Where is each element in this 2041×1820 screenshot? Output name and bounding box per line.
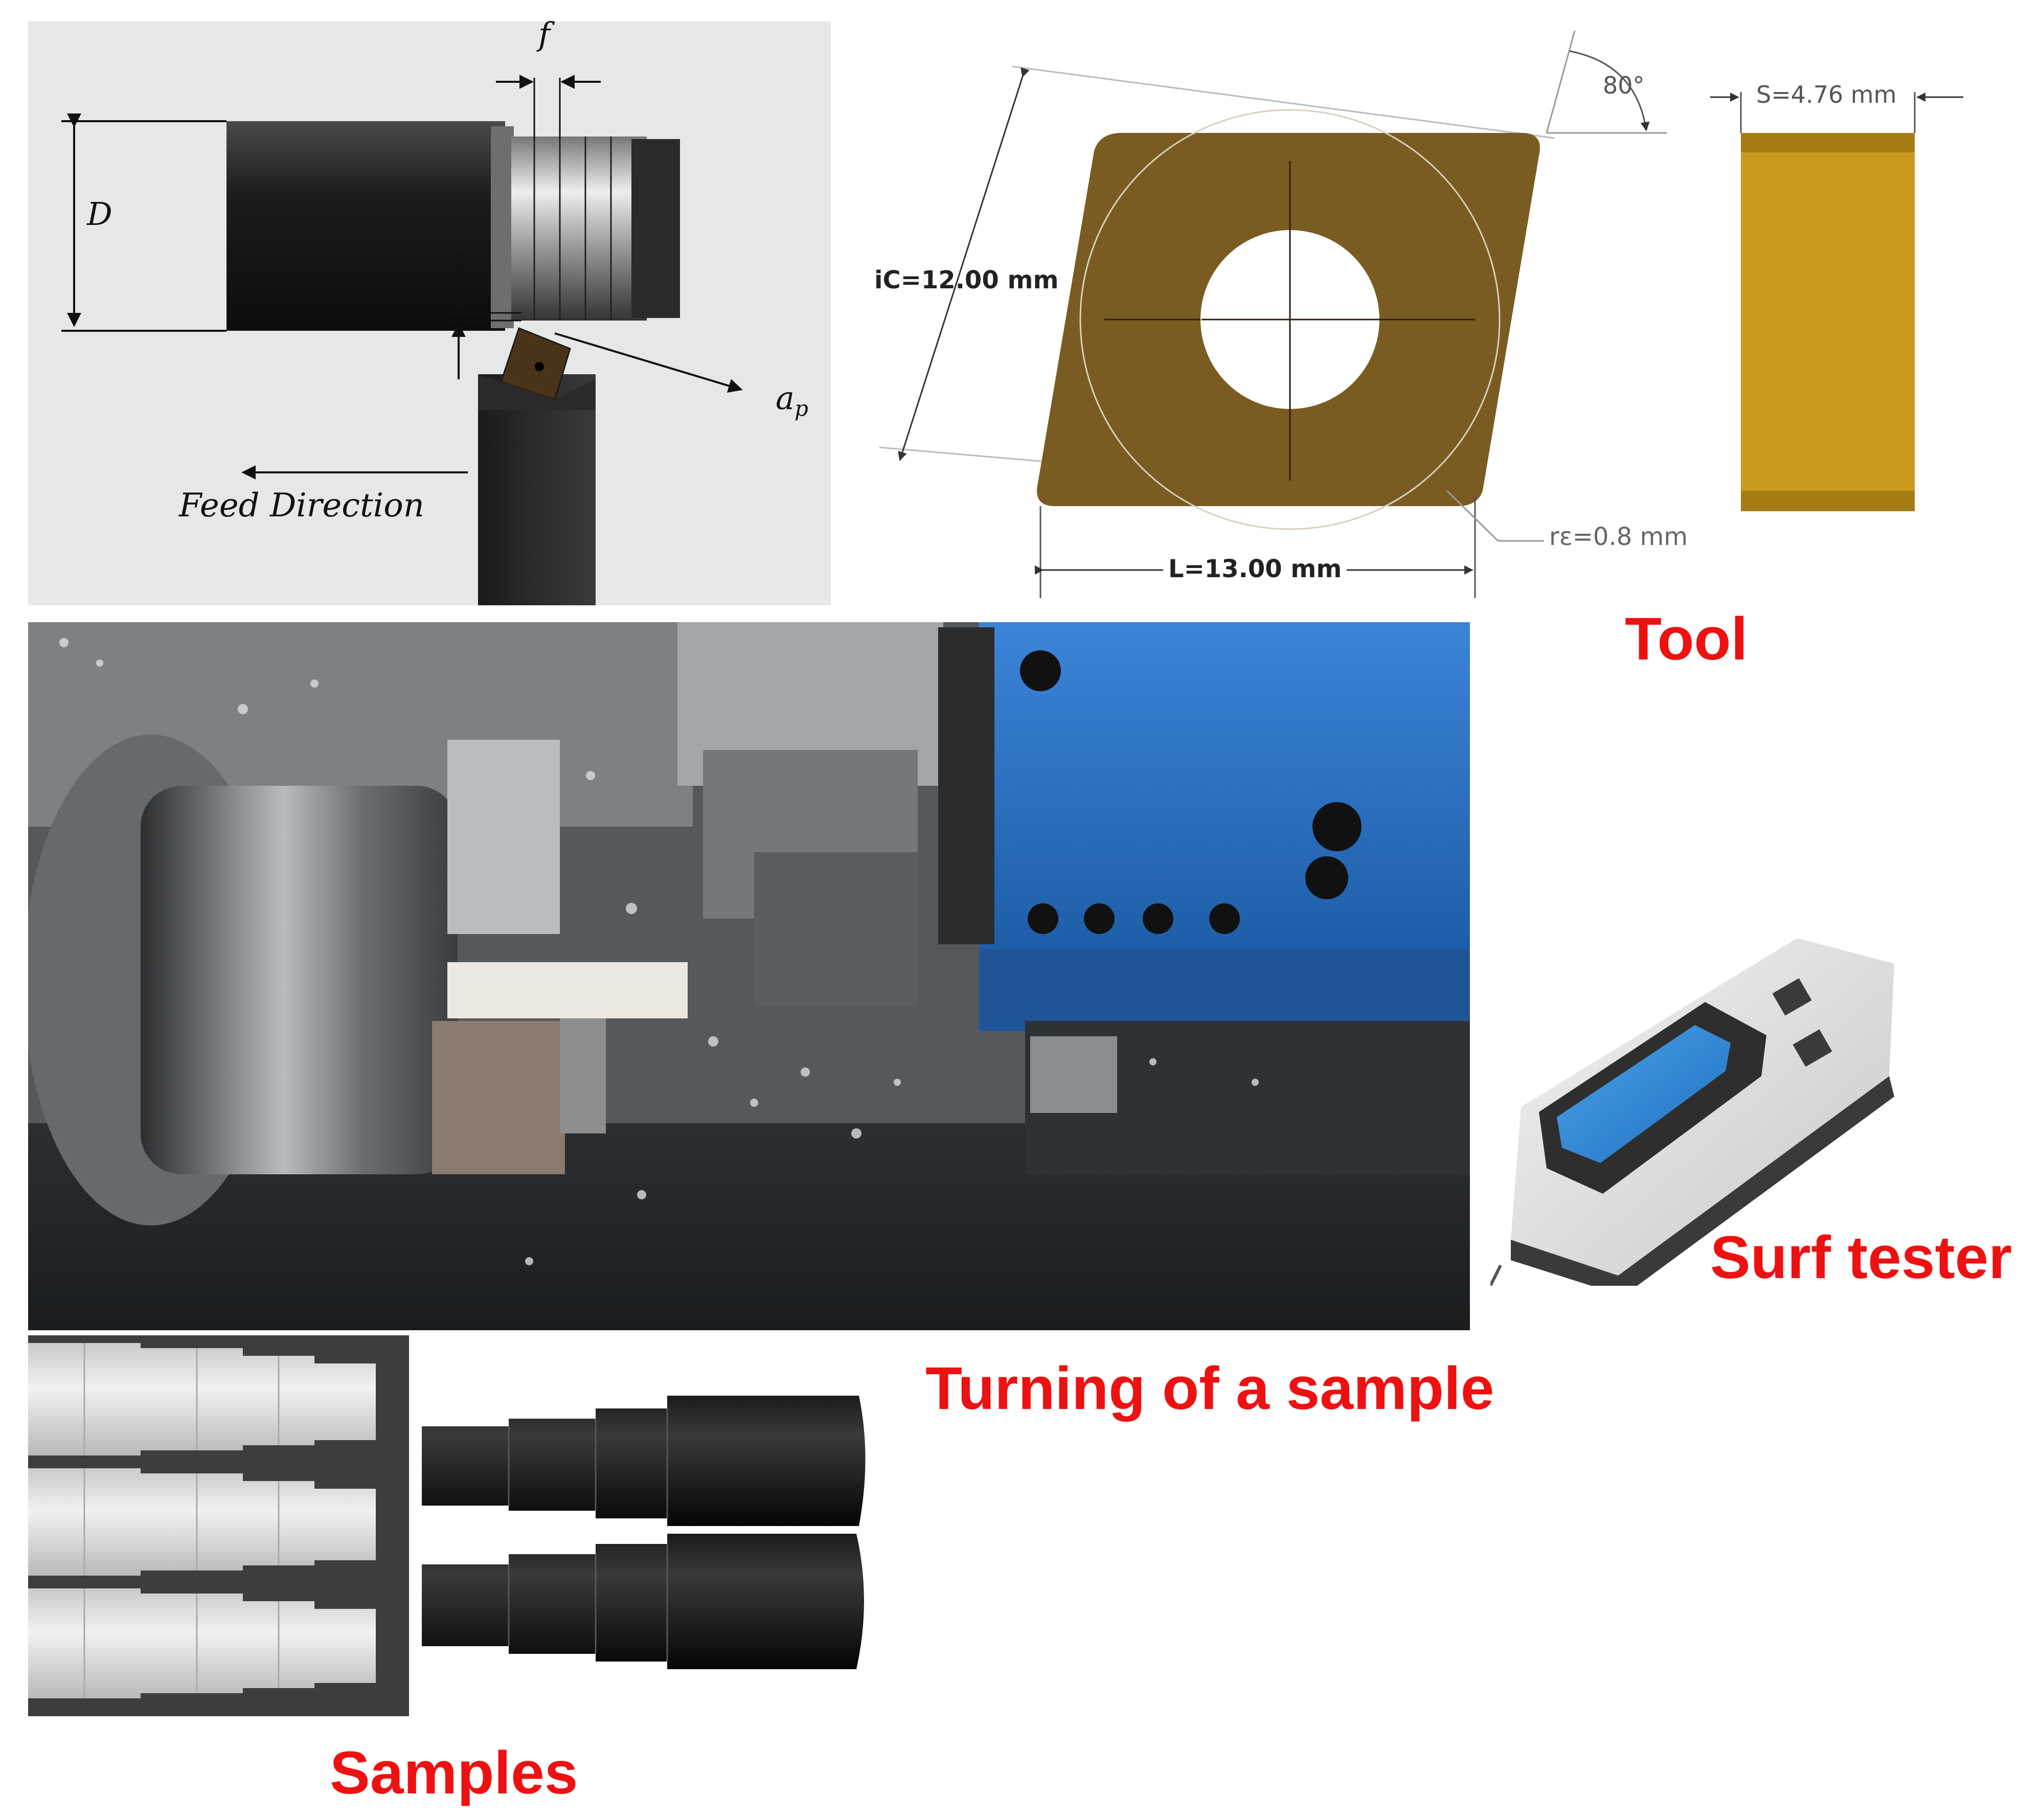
lathe-photo-panel xyxy=(28,622,1470,1330)
white-sample-2 xyxy=(28,1468,376,1576)
tool-caption: Tool xyxy=(1625,605,1748,673)
turning-schematic-panel: D f ap Feed Direction xyxy=(28,15,831,605)
length-dimension-label: L=13.00 mm xyxy=(1163,555,1347,583)
insert-side-view xyxy=(1741,133,1915,511)
sample-workpiece xyxy=(447,962,688,1018)
depth-of-cut-symbol: a xyxy=(776,379,795,417)
tool-holder xyxy=(478,374,596,605)
black-sample-2 xyxy=(422,1534,864,1669)
nose-radius-label: rε=0.8 mm xyxy=(1549,522,1688,551)
surf-tester-caption: Surf tester xyxy=(1710,1224,2012,1291)
diameter-label: D xyxy=(87,195,112,233)
white-sample-1 xyxy=(28,1343,376,1455)
lathe-photo xyxy=(28,622,1470,1330)
turning-caption: Turning of a sample xyxy=(925,1355,1494,1422)
thickness-label: S=4.76 mm xyxy=(1756,81,1897,108)
depth-of-cut-subscript: p xyxy=(794,396,808,421)
insert-drawing xyxy=(879,30,1963,598)
workpiece-body xyxy=(226,121,505,331)
chuck-jaw xyxy=(447,740,560,934)
white-samples-photo xyxy=(28,1335,409,1716)
depth-of-cut-label: ap xyxy=(776,379,808,421)
surf-tester-illustration xyxy=(1490,938,1894,1286)
black-sample-1 xyxy=(422,1396,866,1526)
feed-direction-label: Feed Direction xyxy=(179,487,424,525)
black-samples-drawing xyxy=(422,1396,866,1669)
white-samples-drawing xyxy=(28,1343,376,1698)
ic-dimension-label: iC=12.00 mm xyxy=(874,266,1059,294)
machined-steps xyxy=(511,136,647,321)
surf-tester-device xyxy=(1490,907,1910,1286)
black-samples-photo xyxy=(422,1396,872,1682)
feed-label: f xyxy=(538,15,550,53)
samples-caption: Samples xyxy=(330,1739,578,1807)
blue-carriage xyxy=(979,622,1470,949)
angle-label: 80° xyxy=(1603,72,1645,99)
white-sample-3 xyxy=(28,1588,376,1698)
turning-schematic-drawing xyxy=(61,75,743,605)
surf-tester-screen xyxy=(1557,1025,1731,1163)
lathe-chuck xyxy=(141,786,458,1174)
insert-drawing-panel: iC=12.00 mm L=13.00 mm rε=0.8 mm 80° S=4… xyxy=(869,15,2040,613)
